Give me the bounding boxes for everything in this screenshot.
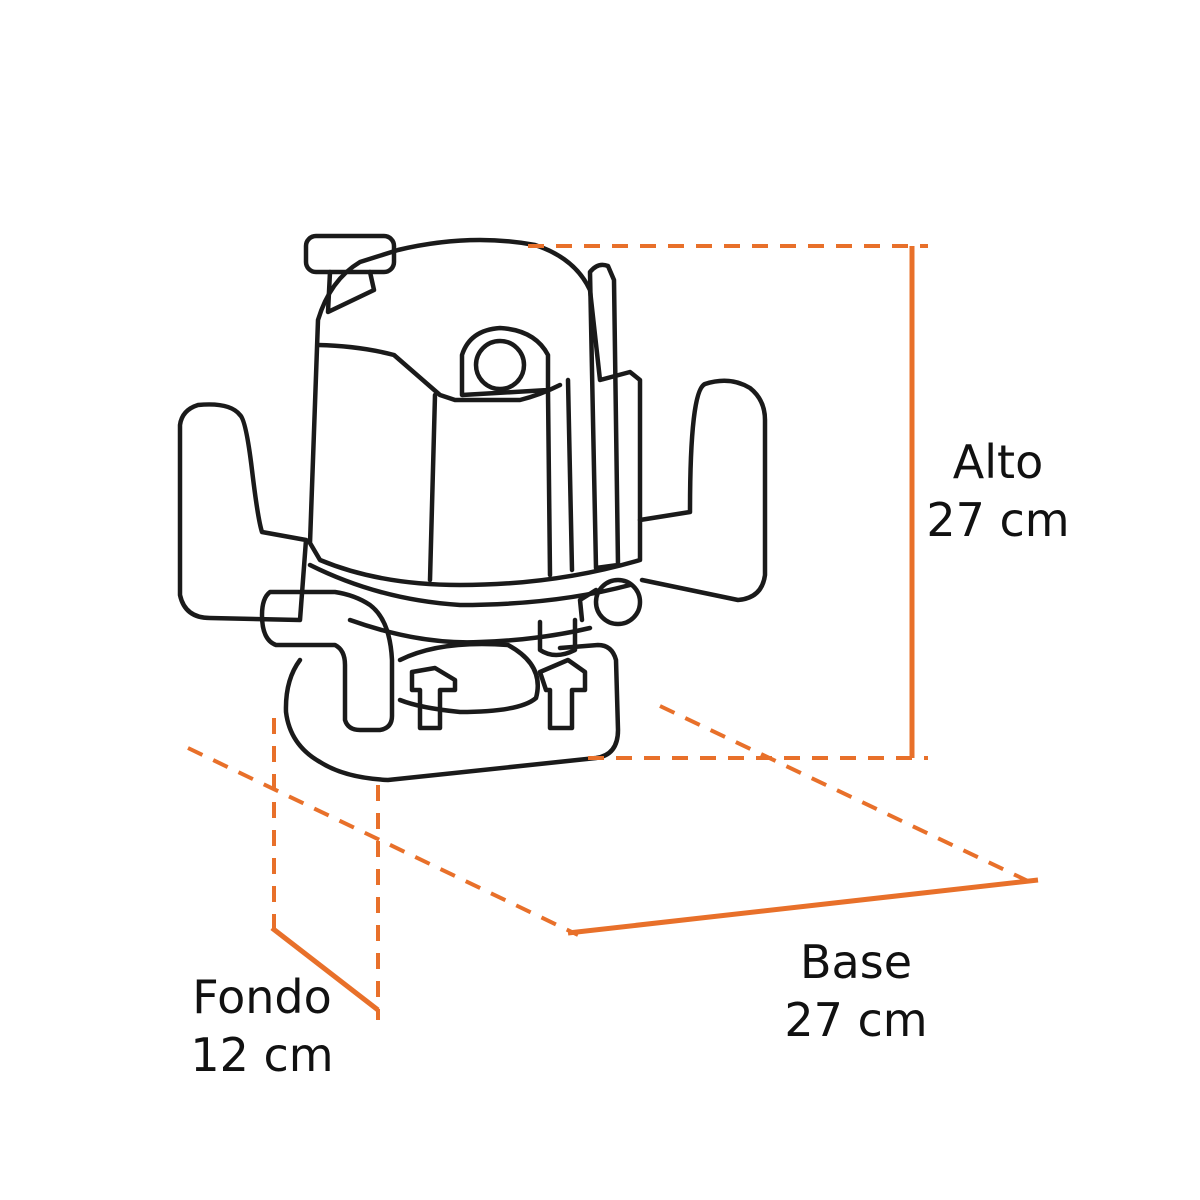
- dust-port: [259, 589, 395, 733]
- base-line: [567, 877, 1039, 936]
- depth-label: Fondo: [192, 970, 331, 1024]
- right-handle: [637, 378, 768, 603]
- left-clamp: [409, 665, 458, 731]
- top-knob: [303, 233, 397, 275]
- base-plate: [283, 642, 621, 783]
- height-dimension: [528, 244, 928, 760]
- depth-value: 12 cm: [190, 1028, 333, 1082]
- spindle: [537, 617, 578, 658]
- base-label: Base: [800, 935, 912, 989]
- height-value: 27 cm: [926, 493, 1069, 547]
- knob-stem: [325, 269, 377, 315]
- depth-dimension: [270, 718, 380, 1020]
- base-guide-back: [659, 704, 1031, 884]
- depth-line: [270, 926, 380, 1012]
- base-opening: [397, 641, 540, 715]
- body-side-line-2: [565, 377, 575, 573]
- depth-rod: [587, 262, 621, 571]
- base-dimension: [187, 704, 1039, 937]
- base-value: 27 cm: [784, 993, 927, 1047]
- lock-knob: [593, 577, 643, 627]
- router-illustration: [177, 233, 768, 783]
- body-side-line: [545, 389, 553, 578]
- height-label: Alto: [953, 435, 1043, 489]
- body-front-line: [427, 392, 438, 583]
- right-clamp: [537, 657, 588, 731]
- side-knob: [473, 338, 527, 392]
- base-guide-front: [187, 746, 579, 937]
- left-handle: [177, 402, 309, 623]
- side-boss: [459, 325, 551, 398]
- lock-knob-shaft: [577, 587, 599, 623]
